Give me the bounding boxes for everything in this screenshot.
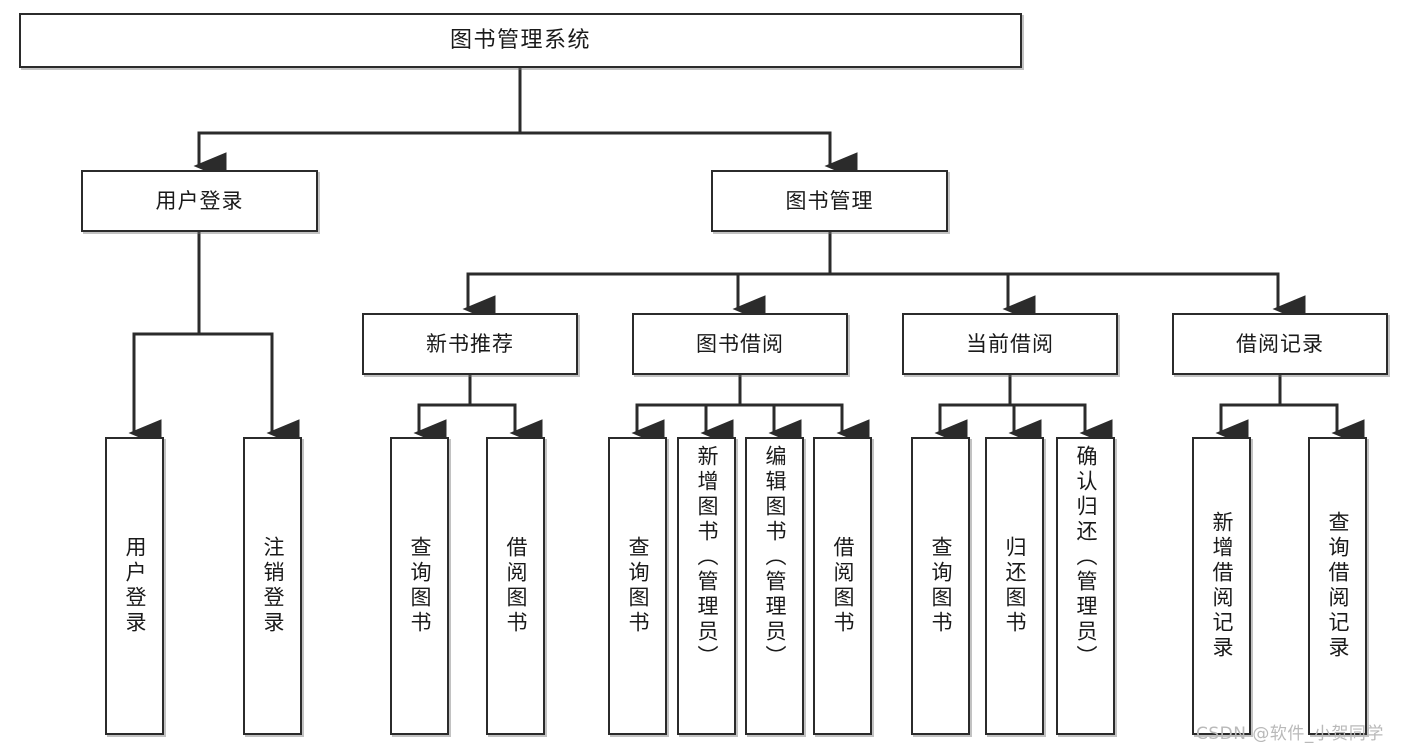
leaf-edit-book-admin[interactable]: 编辑图书（管理员）	[745, 437, 804, 735]
leaf-user-login[interactable]: 用户登录	[105, 437, 164, 735]
leaf-query-book-current[interactable]: 查询图书	[911, 437, 970, 735]
csdn-watermark: CSDN @软件_小贺同学	[1196, 724, 1384, 744]
leaf-return-book-label: 归还图书	[1003, 536, 1027, 636]
leaf-confirm-return-admin[interactable]: 确认归还（管理员）	[1056, 437, 1115, 735]
node-book-borrow-label: 图书借阅	[696, 331, 784, 356]
leaf-logout-login-label: 注销登录	[261, 536, 285, 636]
leaf-query-book-borrow[interactable]: 查询图书	[608, 437, 667, 735]
node-book-borrow[interactable]: 图书借阅	[632, 313, 848, 375]
leaf-query-book-current-label: 查询图书	[929, 536, 953, 636]
node-borrow-record[interactable]: 借阅记录	[1172, 313, 1388, 375]
node-root[interactable]: 图书管理系统	[19, 13, 1022, 68]
node-book-management[interactable]: 图书管理	[711, 170, 948, 232]
node-root-label: 图书管理系统	[449, 27, 591, 53]
node-book-management-label: 图书管理	[785, 188, 874, 213]
node-borrow-record-label: 借阅记录	[1236, 331, 1324, 356]
node-user-login-label: 用户登录	[155, 188, 244, 213]
leaf-borrow-book[interactable]: 借阅图书	[813, 437, 872, 735]
leaf-add-book-admin[interactable]: 新增图书（管理员）	[677, 437, 736, 735]
leaf-add-book-admin-label: 新增图书（管理员）	[695, 445, 719, 670]
leaf-confirm-return-admin-label: 确认归还（管理员）	[1074, 445, 1098, 670]
node-current-borrow[interactable]: 当前借阅	[902, 313, 1118, 375]
leaf-add-borrow-record[interactable]: 新增借阅记录	[1192, 437, 1251, 735]
node-new-book-recommend[interactable]: 新书推荐	[362, 313, 578, 375]
leaf-query-book-borrow-label: 查询图书	[626, 536, 650, 636]
leaf-borrow-book-label: 借阅图书	[831, 536, 855, 636]
leaf-query-borrow-record-label: 查询借阅记录	[1326, 511, 1350, 661]
leaf-user-login-label: 用户登录	[123, 536, 147, 636]
leaf-query-borrow-record[interactable]: 查询借阅记录	[1308, 437, 1367, 735]
leaf-borrow-book-recommend-label: 借阅图书	[504, 536, 528, 636]
leaf-return-book[interactable]: 归还图书	[985, 437, 1044, 735]
node-current-borrow-label: 当前借阅	[966, 331, 1054, 356]
leaf-borrow-book-recommend[interactable]: 借阅图书	[486, 437, 545, 735]
leaf-query-book-recommend[interactable]: 查询图书	[390, 437, 449, 735]
node-user-login[interactable]: 用户登录	[81, 170, 318, 232]
node-new-book-recommend-label: 新书推荐	[426, 331, 514, 356]
leaf-add-borrow-record-label: 新增借阅记录	[1210, 511, 1234, 661]
leaf-edit-book-admin-label: 编辑图书（管理员）	[763, 445, 787, 670]
leaf-query-book-recommend-label: 查询图书	[408, 536, 432, 636]
leaf-logout-login[interactable]: 注销登录	[243, 437, 302, 735]
